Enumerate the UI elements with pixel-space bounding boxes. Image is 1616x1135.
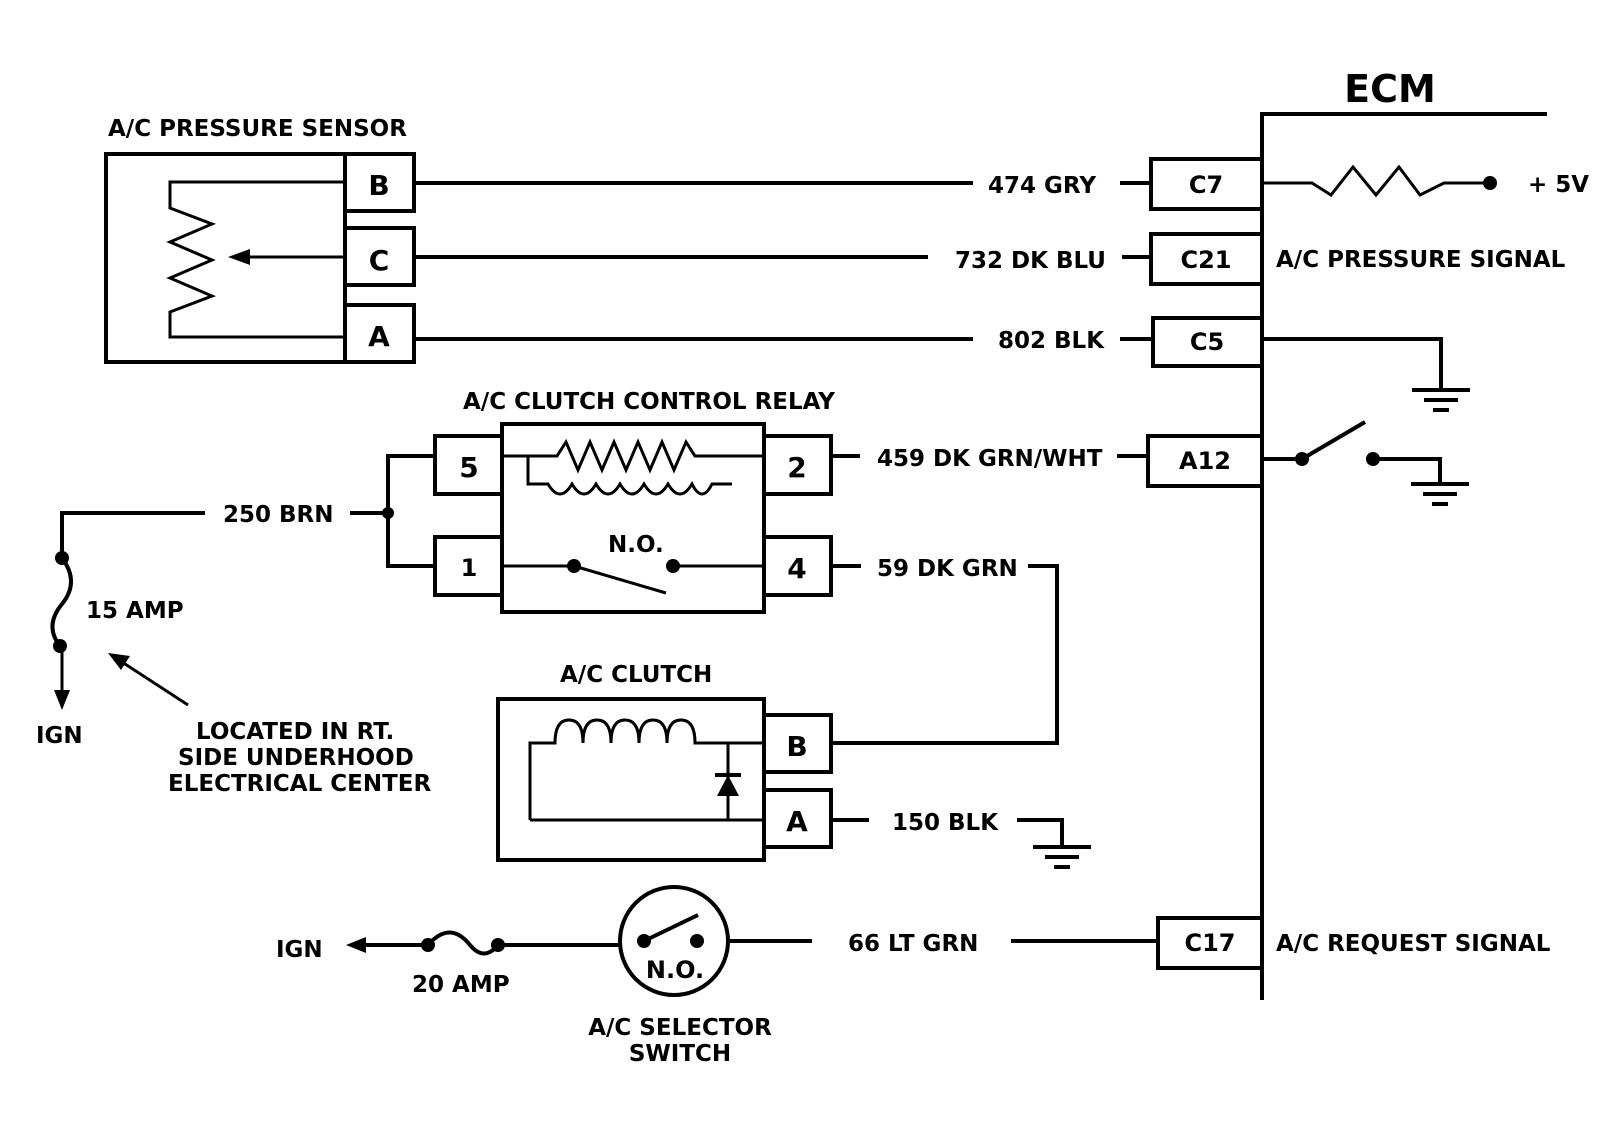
plus5v-label: + 5V <box>1528 172 1589 198</box>
clutch-body <box>496 697 766 862</box>
relay-contact-label: N.O. <box>608 532 664 558</box>
ecm-boundary <box>1260 112 1547 1000</box>
fuse15-note-line-2: SIDE UNDERHOOD <box>178 745 414 771</box>
ecm-pin-c5 <box>1151 316 1264 368</box>
ecm-pin-c21 <box>1149 232 1264 286</box>
wire-474-label: 474 GRY <box>988 173 1096 199</box>
ecm-pin-a12 <box>1146 434 1264 488</box>
ecm-title: ECM <box>1344 67 1436 111</box>
ac-clutch: A/C CLUTCH B A <box>496 662 833 862</box>
fuse20-ign-arrow <box>346 937 366 953</box>
relay-coil-winding <box>528 480 732 496</box>
relay-title: A/C CLUTCH CONTROL RELAY <box>463 389 835 415</box>
relay-coil-resistor <box>502 438 764 474</box>
pressure-sensor-title: A/C PRESSURE SENSOR <box>108 116 407 142</box>
ecm-module: ECM <box>1260 67 1547 1000</box>
ecm-pullup-resistor <box>1262 164 1490 198</box>
ecm-a12-switch-blade <box>1300 420 1367 461</box>
ecm-pin-c7-label: C7 <box>1189 171 1223 199</box>
relay-pin-4-label: 4 <box>787 552 806 585</box>
potentiometer-resistor <box>166 180 345 339</box>
relay-feed-splice <box>382 507 394 519</box>
selector-contact-label: N.O. <box>646 956 704 984</box>
clutch-pin-a-label: A <box>786 805 808 838</box>
ecm-pin-c7 <box>1149 157 1264 211</box>
relay-feed-bus <box>386 454 435 568</box>
pressure-sensor-pin-c-label: C <box>369 244 390 277</box>
ac-clutch-control-relay: A/C CLUTCH CONTROL RELAY 5 1 2 4 N.O. <box>433 389 835 614</box>
fuse15-terminal-bottom <box>53 639 67 653</box>
selector-contact-right <box>690 934 704 948</box>
ecm-a12-ground-wire <box>1373 457 1442 484</box>
fuse15-rating: 15 AMP <box>86 598 184 624</box>
ecm-c5-ground-wire <box>1262 337 1443 390</box>
clutch-pin-b-label: B <box>786 730 807 763</box>
fuse15-note-line-3: ELECTRICAL CENTER <box>168 771 431 797</box>
request-signal-label: A/C REQUEST SIGNAL <box>1276 931 1551 957</box>
selector-title-line-1: A/C SELECTOR <box>588 1015 772 1041</box>
pressure-sensor-pin-a <box>343 303 416 364</box>
relay-contact-blade <box>573 564 667 595</box>
plus5v-terminal <box>1483 176 1497 190</box>
pressure-sensor-pin-a-label: A <box>368 320 390 353</box>
ecm-pin-c21-label: C21 <box>1180 246 1231 274</box>
fuse15-element <box>50 556 73 648</box>
relay-pin-2 <box>762 434 833 496</box>
selector-switch-blade <box>643 913 699 943</box>
fuse15-note-line-1: LOCATED IN RT. <box>196 719 394 745</box>
pressure-signal-label: A/C PRESSURE SIGNAL <box>1276 247 1566 273</box>
wire-150-label: 150 BLK <box>892 810 999 836</box>
relay-pin-2-label: 2 <box>787 451 806 484</box>
ecm-pin-c17 <box>1156 916 1264 970</box>
wire-250-label: 250 BRN <box>223 502 334 528</box>
ground-symbol-clutch <box>1033 845 1091 869</box>
wire-459-label: 459 DK GRN/WHT <box>877 446 1103 472</box>
fuse15-pointer-arrow <box>108 653 130 670</box>
fuse-15-amp: 15 AMP IGN LOCATED IN RT. SIDE UNDERHOOD… <box>36 551 431 797</box>
fuse20-ign-label: IGN <box>276 937 323 963</box>
relay-pin-5-label: 5 <box>459 451 478 484</box>
wire-732-label: 732 DK BLU <box>955 248 1106 274</box>
fuse15-ign-label: IGN <box>36 723 83 749</box>
selector-title-line-2: SWITCH <box>629 1041 731 1067</box>
wire-250 <box>60 511 205 553</box>
ac-pressure-sensor: A/C PRESSURE SENSOR B C A <box>104 116 416 364</box>
relay-pin-4 <box>762 535 833 597</box>
fuse15-pointer <box>121 660 189 707</box>
ecm-pin-c5-label: C5 <box>1190 328 1224 356</box>
pressure-sensor-pin-b-label: B <box>368 169 389 202</box>
relay-pin-5 <box>433 434 504 496</box>
clutch-title: A/C CLUTCH <box>560 662 712 688</box>
wire-66-label: 66 LT GRN <box>848 931 978 957</box>
relay-pin-1-label: 1 <box>461 554 478 582</box>
wire-150 <box>1017 818 1064 847</box>
wire-59 <box>831 564 1059 745</box>
ecm-pin-c17-label: C17 <box>1184 929 1235 957</box>
fuse15-ign-arrow <box>54 690 70 710</box>
fuse20-rating: 20 AMP <box>412 972 510 998</box>
ground-symbol-a12 <box>1411 482 1469 506</box>
wire-59-label: 59 DK GRN <box>877 556 1018 582</box>
diode-icon <box>717 775 739 796</box>
ac-selector-circuit: IGN 20 AMP N.O. A/C SELECTOR SWITCH 66 L… <box>276 885 1158 1067</box>
wire-802-label: 802 BLK <box>998 328 1105 354</box>
ground-symbol-c5 <box>1412 388 1470 412</box>
ecm-pin-a12-label: A12 <box>1179 447 1231 475</box>
wiper-arrow <box>228 249 250 265</box>
fuse20-element <box>426 930 500 956</box>
clutch-coil <box>528 718 764 820</box>
